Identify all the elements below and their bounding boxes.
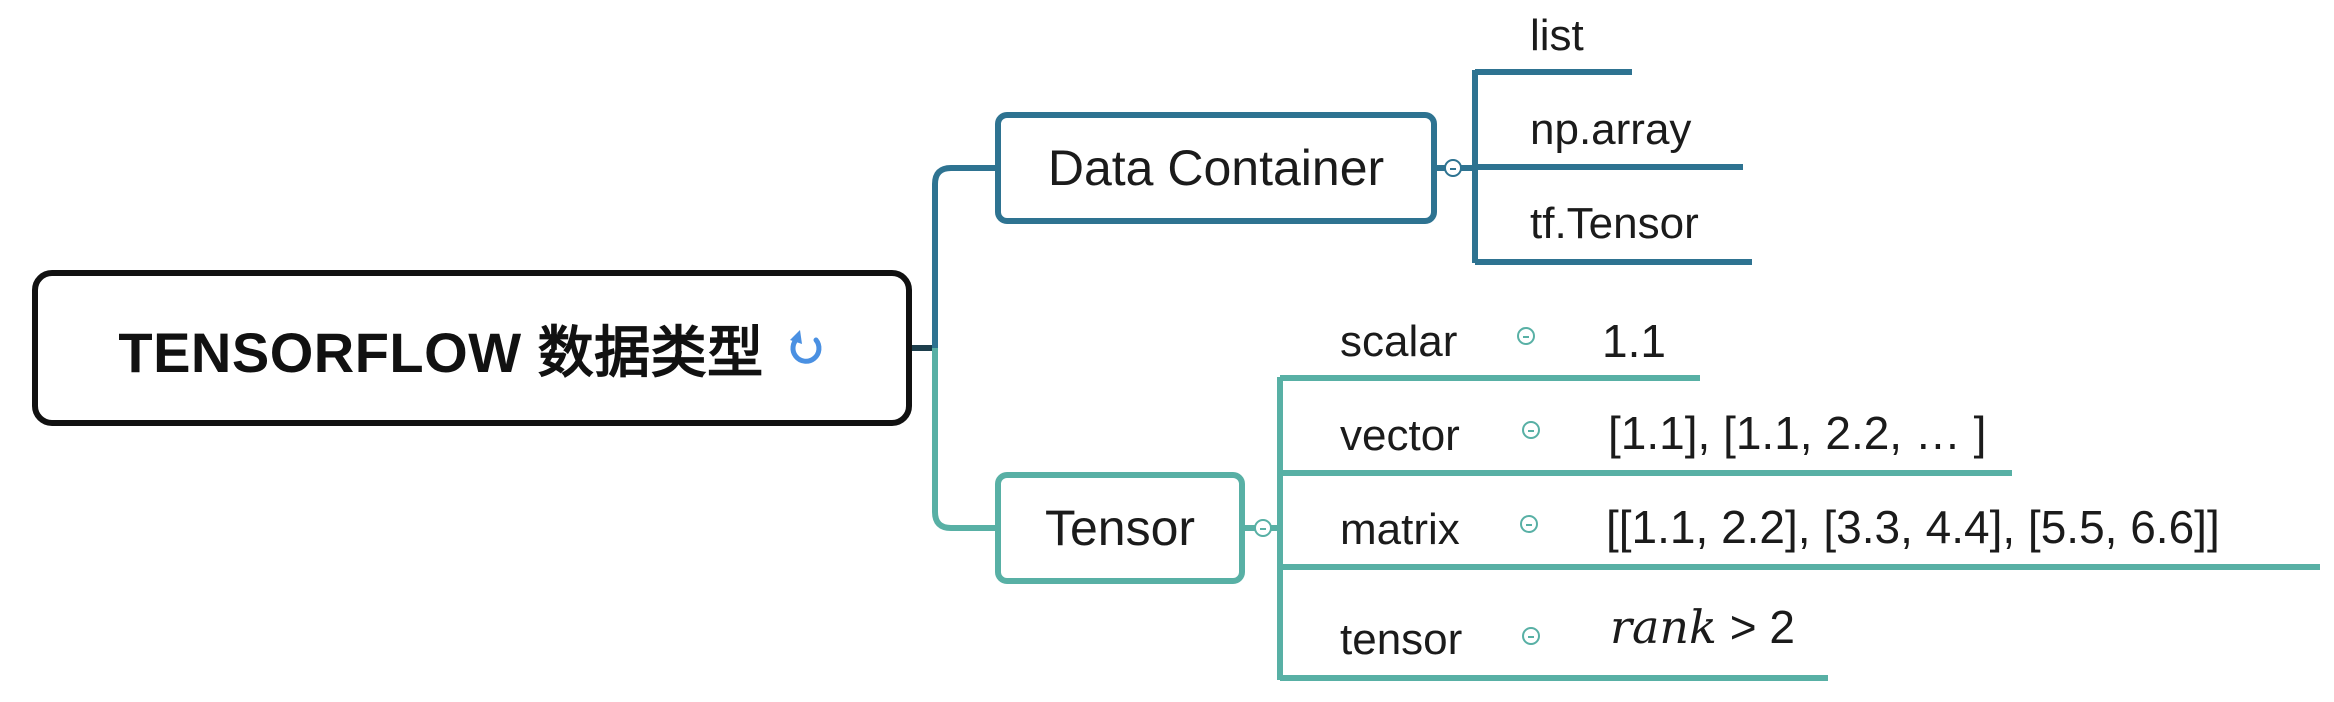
branch-node-data-container[interactable]: Data Container [995, 112, 1437, 224]
collapse-button-tensor-child[interactable] [1522, 627, 1540, 645]
root-node[interactable]: TENSORFLOW 数据类型 [32, 270, 912, 426]
tensor-example-matrix: [[1.1, 2.2], [3.3, 4.4], [5.5, 6.6]] [1606, 501, 2220, 553]
branch-label-data-container: Data Container [1047, 140, 1385, 196]
collapse-button-vector[interactable] [1522, 421, 1540, 439]
root-title: TENSORFLOW 数据类型 [118, 320, 764, 384]
branch-node-tensor[interactable]: Tensor [995, 472, 1245, 584]
connector-data-container [932, 165, 995, 348]
child-label-tf-tensor: tf.Tensor [1530, 199, 1699, 248]
collapse-button-data-container[interactable] [1444, 159, 1462, 177]
child-label-list: list [1530, 11, 1584, 60]
branch-label-tensor: Tensor [1044, 500, 1196, 556]
tensor-example-scalar: 1.1 [1602, 315, 1666, 367]
collapse-button-matrix[interactable] [1520, 515, 1538, 533]
tensor-example-rank: rank [1610, 600, 1717, 654]
tensor-child-label-tensor: tensor [1340, 615, 1463, 664]
tensor-child-label-matrix: matrix [1340, 505, 1460, 554]
tensor-example-tensor: rank > 2 [1610, 604, 1795, 650]
refresh-arrow-icon[interactable] [786, 328, 826, 368]
tensor-example-vector: [1.1], [1.1, 2.2, … ] [1608, 407, 1987, 459]
tensor-child-label-scalar: scalar [1340, 317, 1458, 366]
collapse-button-tensor[interactable] [1254, 519, 1272, 537]
tensor-example-condition: > 2 [1716, 601, 1795, 653]
connector-tensor [932, 348, 995, 531]
child-label-np-array: np.array [1530, 105, 1692, 154]
tensor-child-label-vector: vector [1340, 411, 1460, 460]
collapse-button-scalar[interactable] [1517, 327, 1535, 345]
